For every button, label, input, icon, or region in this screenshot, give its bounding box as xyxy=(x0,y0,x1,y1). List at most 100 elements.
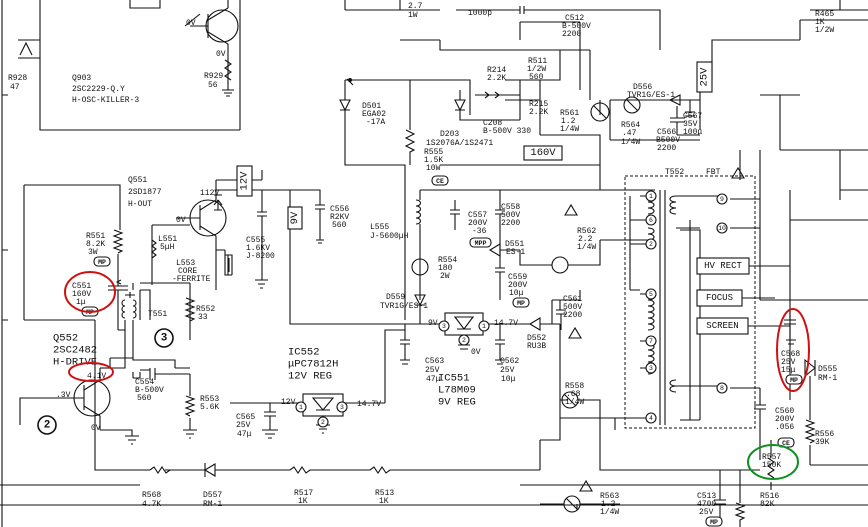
label-c554-val: 560 xyxy=(137,394,152,403)
label-r568-ref: R568 xyxy=(142,491,161,500)
label-d555-part: RM-1 xyxy=(818,374,837,383)
label-d203-ref: D203 xyxy=(440,130,459,139)
label-d501-part: EGA02 xyxy=(362,110,386,119)
label-ic552-func: 12V REG xyxy=(288,370,332,382)
svg-text:3: 3 xyxy=(161,333,168,345)
label-r929-val: 56 xyxy=(208,81,218,90)
label-c555-type: J-8200 xyxy=(246,252,275,261)
label-ic551-147: 14.7V xyxy=(494,319,518,328)
svg-text:SCREEN: SCREEN xyxy=(706,321,738,331)
label-c513-val: 4700 xyxy=(697,500,716,509)
label-r552-ref: R552 xyxy=(196,305,215,314)
label-c557-ref: C557 xyxy=(468,211,487,220)
label-t551-ref: T551 xyxy=(148,310,167,319)
label-r562-val: 2.2 xyxy=(578,235,593,244)
label-d203-part: 1S2076A/1S2471 xyxy=(426,139,493,148)
label-r552-val: 33 xyxy=(198,313,208,322)
label-c512-v: B-500V xyxy=(562,22,591,31)
label-q552-part: 2SC2482 xyxy=(53,344,97,356)
pin-fbt-pin-9: 9 xyxy=(716,193,728,205)
label-c566-v: B500V xyxy=(656,136,680,145)
svg-text:6: 6 xyxy=(649,217,653,224)
label-r555-ref: R555 xyxy=(424,148,443,157)
label-d556-part: TVR1G/ES-1 xyxy=(627,91,675,100)
pin-fbt-pin-5: 5 xyxy=(645,288,657,300)
pin-ic552-pin-1: 1 xyxy=(295,401,307,413)
label-r561-ref: R561 xyxy=(560,109,579,118)
svg-text:3: 3 xyxy=(649,365,653,372)
label-c555-ref: C555 xyxy=(246,236,265,245)
label-c562-val: 10μ xyxy=(501,375,516,384)
label-c556-ref: C556 xyxy=(330,205,349,214)
label-q551-ref: Q551 xyxy=(128,176,147,185)
svg-text:12V: 12V xyxy=(239,171,251,191)
label-c560-val: .056 xyxy=(775,423,794,432)
label-c558-val: 2200 xyxy=(501,219,520,228)
label-c513-v: 25V xyxy=(699,508,714,517)
label-top-1000: 1000p xyxy=(468,9,492,18)
label-c554-ref: C554 xyxy=(135,378,154,387)
label-c566-val: 2200 xyxy=(657,144,676,153)
label-r561-val: 1.2 xyxy=(561,117,576,126)
callout-2: 2 xyxy=(37,415,57,435)
label-q552-ref: Q552 xyxy=(53,332,78,344)
label-c561-val: 2200 xyxy=(563,311,582,320)
pin-fbt-pin-2: 2 xyxy=(645,238,657,250)
label-top-1w: 1W xyxy=(408,11,418,20)
label-r928-val: 47 xyxy=(10,83,20,92)
label-r568-val: 4.7K xyxy=(142,500,161,509)
label-d557-part: RM-1 xyxy=(203,500,222,509)
label-r554-val: 180 xyxy=(438,264,453,273)
svg-text:5: 5 xyxy=(649,291,653,298)
svg-text:2: 2 xyxy=(44,420,51,432)
pin-ic551-pin-3: 3 xyxy=(438,320,450,332)
label-r554-ref: R554 xyxy=(438,256,457,265)
label-c556-val: 560 xyxy=(332,221,347,230)
callout-3: 3 xyxy=(154,328,174,348)
badge-b-mp-c568: MP xyxy=(785,374,803,385)
label-d555-ref: D555 xyxy=(818,365,837,374)
pin-fbt-pin-6: 6 xyxy=(645,214,657,226)
highlight-c568 xyxy=(776,308,810,392)
svg-text:CE: CE xyxy=(782,440,790,447)
svg-text:2: 2 xyxy=(321,419,325,426)
label-r465-w: 1/2W xyxy=(815,26,834,35)
svg-text:MP: MP xyxy=(98,259,106,266)
svg-text:7: 7 xyxy=(649,338,653,345)
rail-rail-25v: 25V xyxy=(696,61,713,93)
label-r563-ref: R563 xyxy=(600,492,619,501)
label-r555-w: 10W xyxy=(426,164,441,173)
pin-ic551-pin-2: 2 xyxy=(458,334,470,346)
svg-text:1: 1 xyxy=(649,193,653,200)
label-r564-w: 1/4W xyxy=(621,138,640,147)
label-d551-part: ES-1 xyxy=(506,248,525,257)
label-d552-ref: D552 xyxy=(527,334,546,343)
svg-text:CE: CE xyxy=(436,178,444,185)
label-q903-ref: Q903 xyxy=(72,74,91,83)
label-c565-ref: C565 xyxy=(236,413,255,422)
label-r561-w: 1/4W xyxy=(560,125,579,134)
highlight-r557 xyxy=(747,444,799,480)
label-c561-ref: C561 xyxy=(563,295,582,304)
label-l553-ferr: -FERRITE xyxy=(172,275,211,284)
label-q903-part: 2SC2229-Q.Y xyxy=(72,85,125,94)
label-q552-0v: 0V xyxy=(91,424,101,433)
label-r557-ref: R557 xyxy=(762,453,781,462)
label-q551-func: H-OUT xyxy=(128,200,152,209)
pin-fbt-pin-4: 4 xyxy=(645,412,657,424)
label-c567-ref: C567 xyxy=(683,112,702,121)
badge-b-ce-r555: CE xyxy=(431,175,449,186)
label-q903-0v-a: 0V xyxy=(186,19,196,28)
svg-text:10: 10 xyxy=(718,225,726,232)
label-r516-ref: R516 xyxy=(760,492,779,501)
svg-text:HV RECT: HV RECT xyxy=(704,261,742,271)
label-r516-val: 82K xyxy=(760,500,775,509)
label-c555-v: 1.6KV xyxy=(246,244,270,253)
pin-fbt-pin-8: 8 xyxy=(716,382,728,394)
label-q551-112v: 112V xyxy=(200,189,219,198)
label-ic551-0v: 0V xyxy=(471,348,481,357)
label-c563-val: 47μ xyxy=(426,375,441,384)
label-r511-ref: R511 xyxy=(528,57,547,66)
label-c566-ref: C566 xyxy=(657,128,676,137)
